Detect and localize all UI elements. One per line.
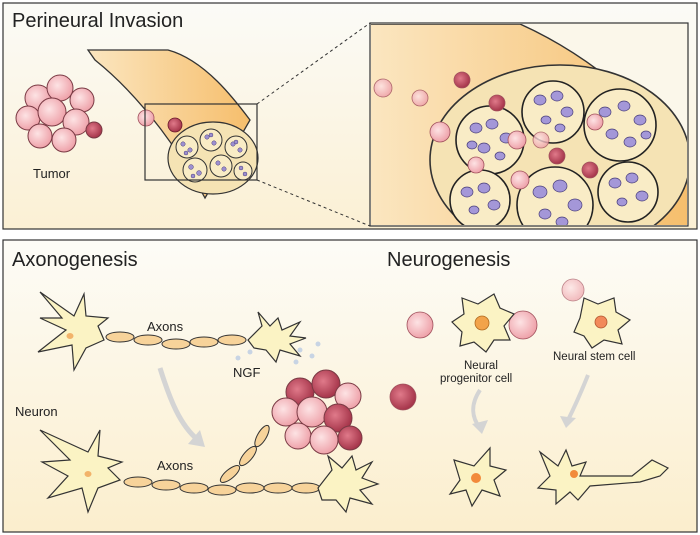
zoom-line-bottom	[256, 179, 371, 227]
zoom-box	[144, 103, 258, 181]
progenitor-label-line1: Neural	[464, 360, 498, 372]
bottom-panel: Axonogenesis Neurogenesis Axons NGF Neur…	[2, 239, 698, 533]
neural-stem-cell-icon	[573, 297, 632, 349]
neuron-bottom	[39, 424, 380, 514]
ngf-dots	[235, 341, 321, 365]
growth-arrow-head-icon	[188, 430, 205, 447]
axons-label-bottom: Axons	[157, 458, 194, 473]
differentiated-neuron-left-icon	[448, 446, 508, 508]
stem-cell-label: Neural stem cell	[553, 351, 635, 363]
top-panel: Perineural Invasion Tumor	[2, 2, 698, 230]
tumor-label: Tumor	[33, 166, 71, 181]
panel-title-neurogenesis: Neurogenesis	[387, 249, 510, 271]
differentiation-arrow-right-icon	[566, 374, 590, 421]
growth-arrow-icon	[157, 367, 200, 442]
panel-title-axonogenesis: Axonogenesis	[12, 249, 138, 271]
tumor-cluster-icon	[15, 74, 103, 153]
panel-title-perineural-invasion: Perineural Invasion	[12, 10, 183, 32]
progenitor-label-line2: progenitor cell	[440, 373, 512, 385]
differentiated-neuron-right-icon	[536, 448, 670, 506]
differentiation-arrow-left-head-icon	[472, 420, 488, 434]
neuron-top	[37, 291, 307, 373]
magnified-inset	[369, 22, 689, 227]
nerve-trunk	[86, 49, 259, 200]
invading-tumor-cells	[373, 71, 604, 190]
neuron-label: Neuron	[15, 404, 58, 419]
neural-progenitor-cell-icon	[451, 293, 515, 353]
tumor-cluster-bottom-icon	[271, 369, 363, 455]
zoom-line-top	[256, 22, 371, 105]
loose-tumor-cells	[389, 278, 585, 411]
differentiation-arrow-right-head-icon	[560, 416, 576, 428]
axons-label-top: Axons	[147, 319, 184, 334]
ngf-label: NGF	[233, 365, 261, 380]
